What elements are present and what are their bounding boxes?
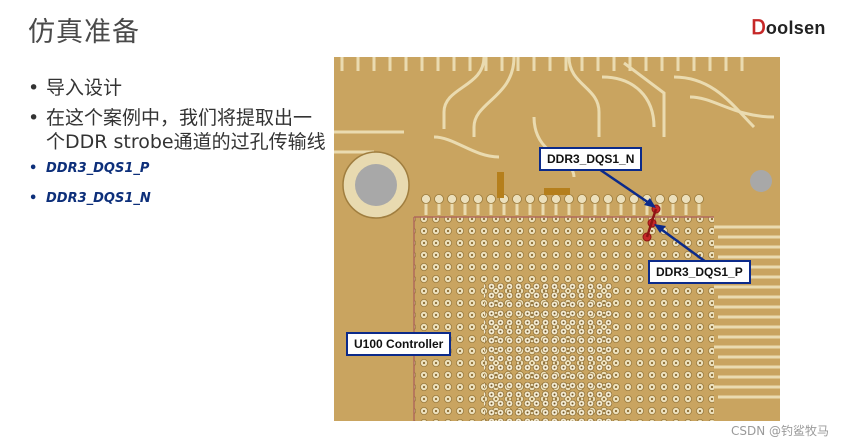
- sub-bullet-item: DDR3_DQS1_P: [26, 160, 326, 178]
- pcb-pad: [421, 194, 431, 204]
- pcb-pad: [538, 194, 548, 204]
- pcb-trace: [601, 75, 656, 128]
- pcb-pad: [525, 194, 535, 204]
- watermark: CSDN @钓鲨牧马: [730, 424, 829, 438]
- pcb-trace: [623, 61, 666, 137]
- callout-arrowhead-n: [644, 198, 656, 208]
- pcb-pad: [629, 194, 639, 204]
- pcb-pad: [473, 194, 483, 204]
- bullet-item: 在这个案例中，我们将提取出一个DDR strobe通道的过孔传输线: [26, 106, 326, 154]
- pcb-trace: [689, 95, 775, 119]
- pcb-pad: [447, 194, 457, 204]
- pcb-trace: [433, 135, 500, 159]
- pcb-pad: [590, 194, 600, 204]
- pcb-pad: [551, 194, 561, 204]
- pcb-layout-image: DDR3_DQS1_N DDR3_DQS1_P U100 Controller: [334, 56, 780, 421]
- pcb-pad: [564, 194, 574, 204]
- pcb-pad: [460, 194, 470, 204]
- brand-logo: Ꭰoolsen: [752, 17, 826, 40]
- mounting-hole: [355, 164, 397, 206]
- dqs-trace: [645, 208, 658, 238]
- pcb-pad: [603, 194, 613, 204]
- capacitor-component: [544, 188, 570, 195]
- bga-dense-via-field: [484, 282, 614, 421]
- pcb-pad: [694, 194, 704, 204]
- pcb-trace: [567, 56, 601, 137]
- callout-arrow-n: [595, 165, 653, 207]
- mounting-hole-small: [750, 170, 772, 192]
- bullet-list: 导入设计 在这个案例中，我们将提取出一个DDR strobe通道的过孔传输线 D…: [26, 76, 326, 220]
- pcb-trace: [472, 56, 516, 137]
- pcb-pad: [681, 194, 691, 204]
- logo-mark-icon: Ꭰ: [752, 17, 766, 39]
- slide-title: 仿真准备: [28, 17, 140, 48]
- pcb-board-drawing: [334, 56, 780, 421]
- pcb-trace: [673, 75, 756, 129]
- bullet-item: 导入设计: [26, 76, 326, 100]
- callout-label-dqs-p: DDR3_DQS1_P: [648, 260, 751, 284]
- pcb-pad: [655, 194, 665, 204]
- pcb-pad: [577, 194, 587, 204]
- pcb-pad: [486, 194, 496, 204]
- pcb-pad: [668, 194, 678, 204]
- pcb-trace: [442, 56, 486, 129]
- sub-bullet-item: DDR3_DQS1_N: [26, 190, 326, 208]
- callout-label-controller: U100 Controller: [346, 332, 452, 356]
- callout-arrow-p: [657, 225, 707, 264]
- callout-arrowhead-p: [654, 224, 666, 233]
- pcb-traces: [334, 56, 780, 399]
- capacitor-component: [497, 172, 504, 198]
- pcb-pad: [434, 194, 444, 204]
- pcb-pad: [616, 194, 626, 204]
- logo-text: oolsen: [765, 18, 826, 38]
- callout-label-dqs-n: DDR3_DQS1_N: [539, 147, 643, 171]
- pcb-pad: [512, 194, 522, 204]
